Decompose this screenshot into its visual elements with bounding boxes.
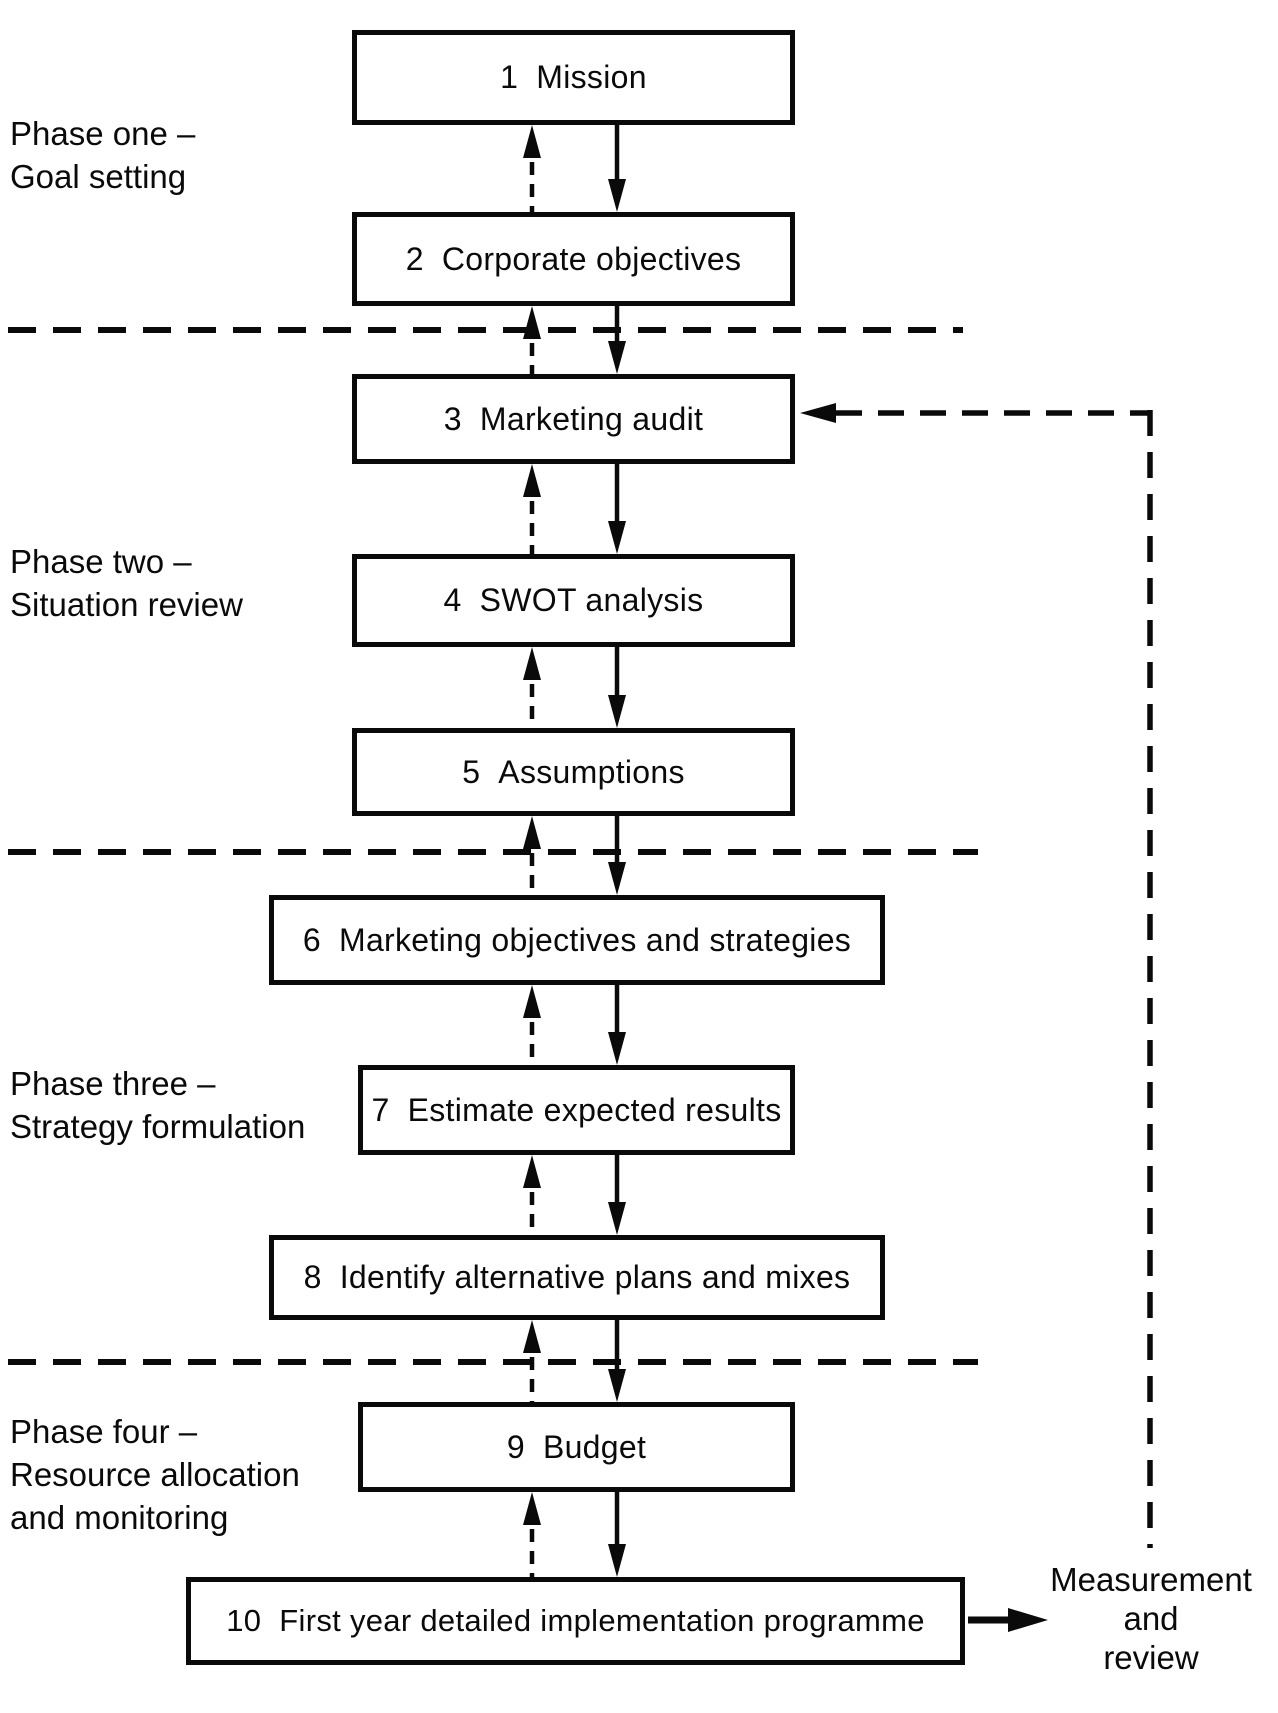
phase-label-four: Phase four – Resource allocation and mon… (10, 1410, 300, 1539)
box-label: Marketing audit (479, 400, 704, 437)
phase-line: Phase one – (10, 115, 196, 152)
box-label: Assumptions (498, 753, 685, 790)
flow-box-swot-analysis: 4 SWOT analysis (352, 554, 795, 647)
box-number: 10 (226, 1603, 262, 1638)
box-label: First year detailed implementation progr… (279, 1603, 925, 1638)
phase-line: and monitoring (10, 1499, 229, 1536)
feedback-line: review (1103, 1639, 1199, 1676)
phase-line: Phase three – (10, 1065, 216, 1102)
phase-line: Phase two – (10, 543, 192, 580)
flow-box-mission: 1 Mission (352, 30, 795, 125)
arrow-up-10-to-9 (523, 1492, 541, 1577)
feedback-loop-arrow (800, 403, 1153, 1548)
arrow-down-9-to-10 (608, 1492, 626, 1577)
box-number: 1 (500, 59, 519, 95)
phase-line: Situation review (10, 586, 243, 623)
box-number: 5 (462, 753, 481, 790)
flow-box-corporate-objectives: 2 Corporate objectives (352, 212, 795, 306)
arrow-down-8-to-9 (608, 1320, 626, 1402)
flow-box-estimate-expected-results: 7 Estimate expected results (358, 1065, 795, 1155)
flow-box-marketing-audit: 3 Marketing audit (352, 374, 795, 464)
flow-box-implementation-programme: 10 First year detailed implementation pr… (186, 1577, 965, 1665)
feedback-line: Measurement (1050, 1561, 1252, 1598)
phase-label-one: Phase one – Goal setting (10, 112, 195, 198)
arrow-up-8-to-7 (523, 1155, 541, 1235)
output-arrow (968, 1608, 1048, 1632)
box-number: 2 (405, 240, 424, 277)
arrow-down-3-to-4 (608, 464, 626, 554)
arrow-down-6-to-7 (608, 985, 626, 1065)
box-number: 8 (303, 1259, 322, 1295)
arrow-down-4-to-5 (608, 647, 626, 728)
box-label: Budget (542, 1428, 647, 1465)
phase-line: Phase four – (10, 1413, 198, 1450)
box-label: Estimate expected results (407, 1091, 782, 1128)
box-number: 7 (371, 1091, 390, 1128)
box-label: Corporate objectives (441, 240, 742, 277)
measurement-and-review-label: Measurement and review (1020, 1560, 1278, 1677)
box-number: 3 (443, 400, 462, 437)
flow-box-budget: 9 Budget (358, 1402, 795, 1492)
arrow-up-7-to-6 (523, 985, 541, 1065)
phase-line: Resource allocation (10, 1456, 300, 1493)
flow-box-identify-alternative-plans: 8 Identify alternative plans and mixes (269, 1235, 885, 1320)
box-label: Identify alternative plans and mixes (339, 1259, 851, 1295)
feedback-line: and (1123, 1600, 1179, 1637)
box-label: Marketing objectives and strategies (339, 921, 852, 958)
arrow-up-2-to-1 (523, 125, 541, 212)
box-number: 9 (506, 1428, 525, 1465)
box-number: 4 (443, 582, 462, 618)
arrow-down-1-to-2 (608, 125, 626, 212)
arrow-up-6-to-5 (523, 816, 541, 895)
arrow-down-7-to-8 (608, 1155, 626, 1235)
flow-box-marketing-objectives-strategies: 6 Marketing objectives and strategies (269, 895, 885, 985)
box-number: 6 (302, 921, 321, 958)
arrow-up-4-to-3 (523, 464, 541, 554)
arrow-up-3-to-2 (523, 306, 541, 374)
arrow-up-9-to-8 (523, 1320, 541, 1402)
arrow-down-2-to-3 (608, 306, 626, 374)
box-label: Mission (536, 59, 647, 95)
flow-box-assumptions: 5 Assumptions (352, 728, 795, 816)
phase-label-two: Phase two – Situation review (10, 540, 243, 626)
phase-line: Strategy formulation (10, 1108, 306, 1145)
arrow-down-5-to-6 (608, 816, 626, 895)
phase-label-three: Phase three – Strategy formulation (10, 1062, 305, 1148)
phase-line: Goal setting (10, 158, 187, 195)
box-label: SWOT analysis (479, 582, 704, 618)
arrow-up-5-to-4 (523, 647, 541, 728)
